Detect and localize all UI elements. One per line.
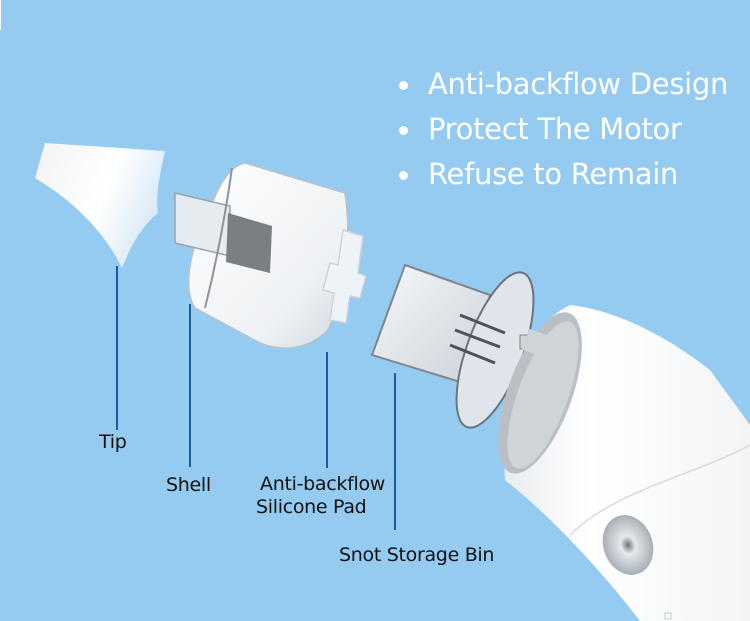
bullet-icon xyxy=(399,81,408,90)
feature-text: Anti-backflow Design xyxy=(428,67,729,101)
bullet-icon xyxy=(399,126,408,135)
feature-item: Refuse to Remain xyxy=(397,152,728,197)
tip-leader-line xyxy=(116,266,118,430)
silicone-pad-part-image xyxy=(322,229,367,324)
aspirator-body-image xyxy=(498,305,750,621)
feature-text: Protect The Motor xyxy=(428,112,682,146)
pad-label-line1: Anti-backflow xyxy=(260,473,386,495)
feature-item: Protect The Motor xyxy=(397,107,728,152)
feature-text: Refuse to Remain xyxy=(428,157,679,191)
edge-artifact xyxy=(0,0,1,30)
tip-part-image xyxy=(35,143,165,268)
bin-label: Snot Storage Bin xyxy=(339,544,495,566)
tip-label: Tip xyxy=(99,431,127,453)
shell-part-image xyxy=(174,162,349,349)
feature-item: Anti-backflow Design xyxy=(397,62,728,107)
pad-label-line2: Silicone Pad xyxy=(256,496,367,518)
bin-leader-line xyxy=(394,373,396,530)
shell-label: Shell xyxy=(166,474,211,496)
feature-list: Anti-backflow Design Protect The Motor R… xyxy=(397,62,728,197)
shell-leader-line xyxy=(189,304,191,467)
storage-bin-part-image xyxy=(370,263,543,429)
bullet-icon xyxy=(399,171,408,180)
pad-leader-line xyxy=(326,352,328,468)
